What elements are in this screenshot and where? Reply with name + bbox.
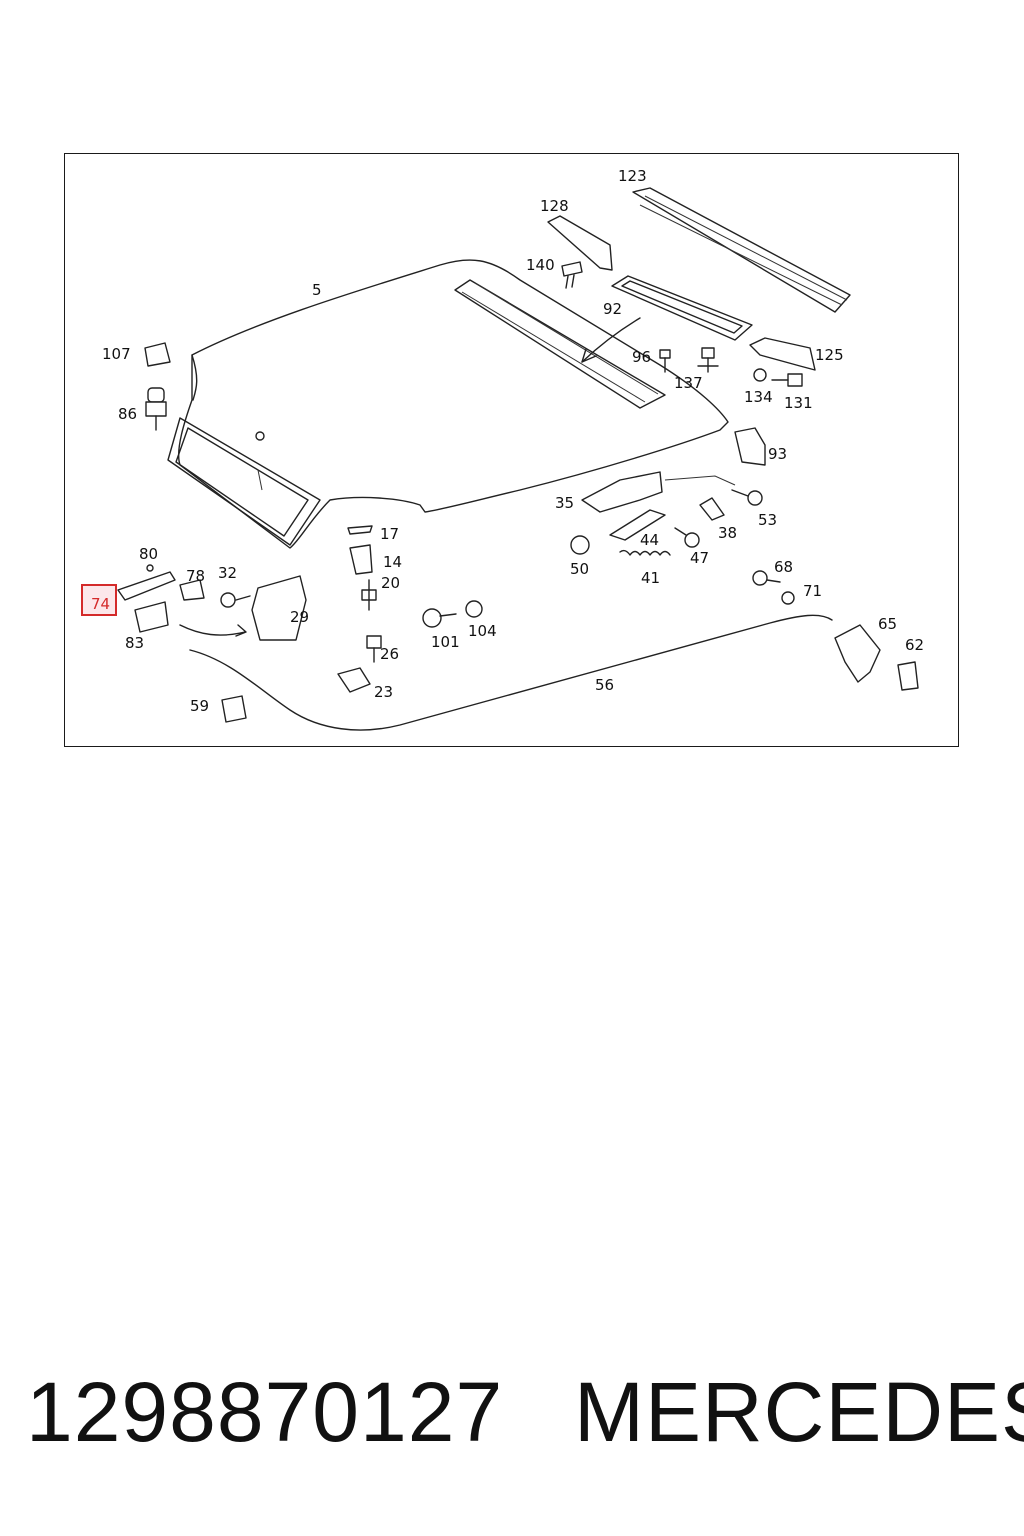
callout-label: 23 [374, 683, 393, 701]
callout-label: 80 [139, 545, 158, 563]
part-23-catch [337, 667, 371, 693]
part-74-lever [117, 571, 176, 601]
callout-label: 131 [784, 394, 813, 412]
callout-label: 125 [815, 346, 844, 364]
callout-label: 71 [803, 582, 822, 600]
callout-label: 65 [878, 615, 897, 633]
part-131-bolt [771, 373, 803, 387]
part-32-bolt [220, 592, 251, 608]
part-14-clip [349, 544, 373, 575]
callout-label: 140 [526, 256, 555, 274]
part-50-nut [570, 535, 590, 555]
part-104-nut [465, 600, 483, 618]
callout-label: 68 [774, 558, 793, 576]
callout-label: 96 [632, 348, 651, 366]
part-62-clip [897, 661, 919, 691]
callout-label: 20 [381, 574, 400, 592]
part-44-link [609, 509, 666, 541]
callout-label: 92 [603, 300, 622, 318]
callout-label: 14 [383, 553, 402, 571]
part-17-bracket [347, 525, 373, 535]
part-26-bolt [366, 635, 382, 663]
callout-label: 101 [431, 633, 460, 651]
part-107-bumper [144, 342, 171, 367]
part-134-washer [753, 368, 767, 382]
part-38-bushing [699, 497, 725, 521]
part-41-spring [619, 549, 671, 556]
callout-label: 41 [641, 569, 660, 587]
brand-name: MERCEDES [574, 1365, 1024, 1459]
callout-label: 50 [570, 560, 589, 578]
callout-label: 107 [102, 345, 131, 363]
hood-panel [167, 259, 729, 549]
callout-label: 53 [758, 511, 777, 529]
parts-diagram-frame [64, 153, 959, 747]
part-92-seal [611, 275, 753, 341]
callout-label: 26 [380, 645, 399, 663]
callout-label: 35 [555, 494, 574, 512]
callout-label: 38 [718, 524, 737, 542]
part-80-washer [146, 564, 154, 572]
part-56-cable [189, 614, 833, 731]
callout-label: 78 [186, 567, 205, 585]
part-140-clip [561, 261, 583, 289]
part-68-bolt [752, 570, 781, 586]
callout-label: 59 [190, 697, 209, 715]
part-101-bolt [422, 608, 457, 628]
callout-label: 62 [905, 636, 924, 654]
callout-label: 29 [290, 608, 309, 626]
callout-label: 134 [744, 388, 773, 406]
part-86-stop [145, 387, 167, 431]
part-53-bolt [731, 489, 763, 506]
callout-label: 83 [125, 634, 144, 652]
part-123-trim [632, 187, 851, 313]
part-125-bracket [749, 337, 816, 371]
part-128-bracket [547, 215, 613, 271]
parts-diagram: 123 128 140 5 92 96 137 125 134 131 107 … [81, 167, 924, 731]
part-number: 1298870127 [26, 1365, 504, 1459]
arrow-curve [179, 624, 247, 637]
callout-label: 44 [640, 531, 659, 549]
part-96-bolt [659, 349, 671, 373]
callout-label: 47 [690, 549, 709, 567]
callout-label: 32 [218, 564, 237, 582]
highlighted-label: 74 [91, 595, 110, 613]
callout-label: 17 [380, 525, 399, 543]
part-47-bolt [674, 527, 700, 548]
part-137-bolt [697, 347, 719, 373]
highlighted-callout-74: 74 [81, 584, 117, 616]
callout-label: 137 [674, 374, 703, 392]
part-20-screw [361, 579, 377, 611]
part-35-hinge [581, 471, 663, 513]
part-93-cover [734, 427, 766, 466]
callout-label: 56 [595, 676, 614, 694]
part-78-clip [179, 579, 205, 601]
part-71-washer [781, 591, 795, 605]
part-59-clip [221, 695, 247, 723]
callout-label: 93 [768, 445, 787, 463]
callout-label: 5 [312, 281, 322, 299]
callout-label: 123 [618, 167, 647, 185]
part-65-release [834, 624, 881, 683]
part-29-lock [251, 575, 307, 641]
callout-label: 104 [468, 622, 497, 640]
part-83-bracket [134, 601, 169, 633]
callout-label: 128 [540, 197, 569, 215]
callout-label: 86 [118, 405, 137, 423]
